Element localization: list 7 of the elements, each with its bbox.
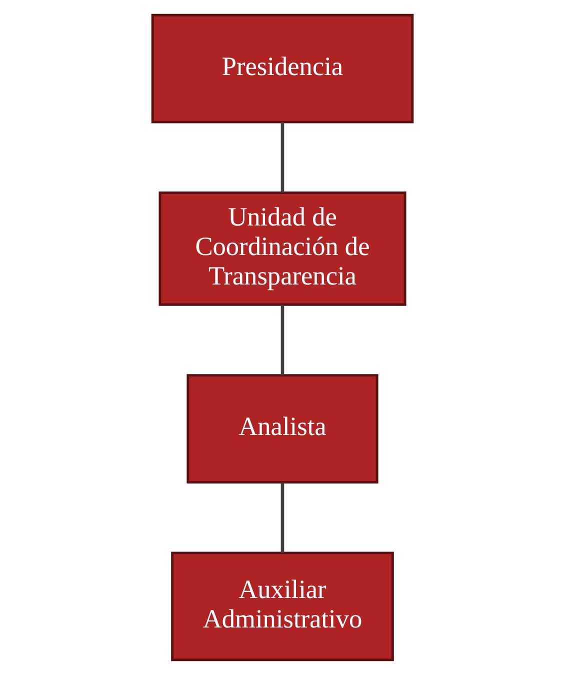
connector	[280, 122, 284, 193]
node-box: Presidencia	[150, 14, 414, 124]
connector	[280, 482, 284, 553]
node-box: Analista	[186, 374, 378, 484]
node-box: Unidad de Coordinación de Transparencia	[158, 192, 406, 306]
connector	[280, 304, 284, 376]
node-box: Auxiliar Administrativo	[170, 552, 394, 662]
